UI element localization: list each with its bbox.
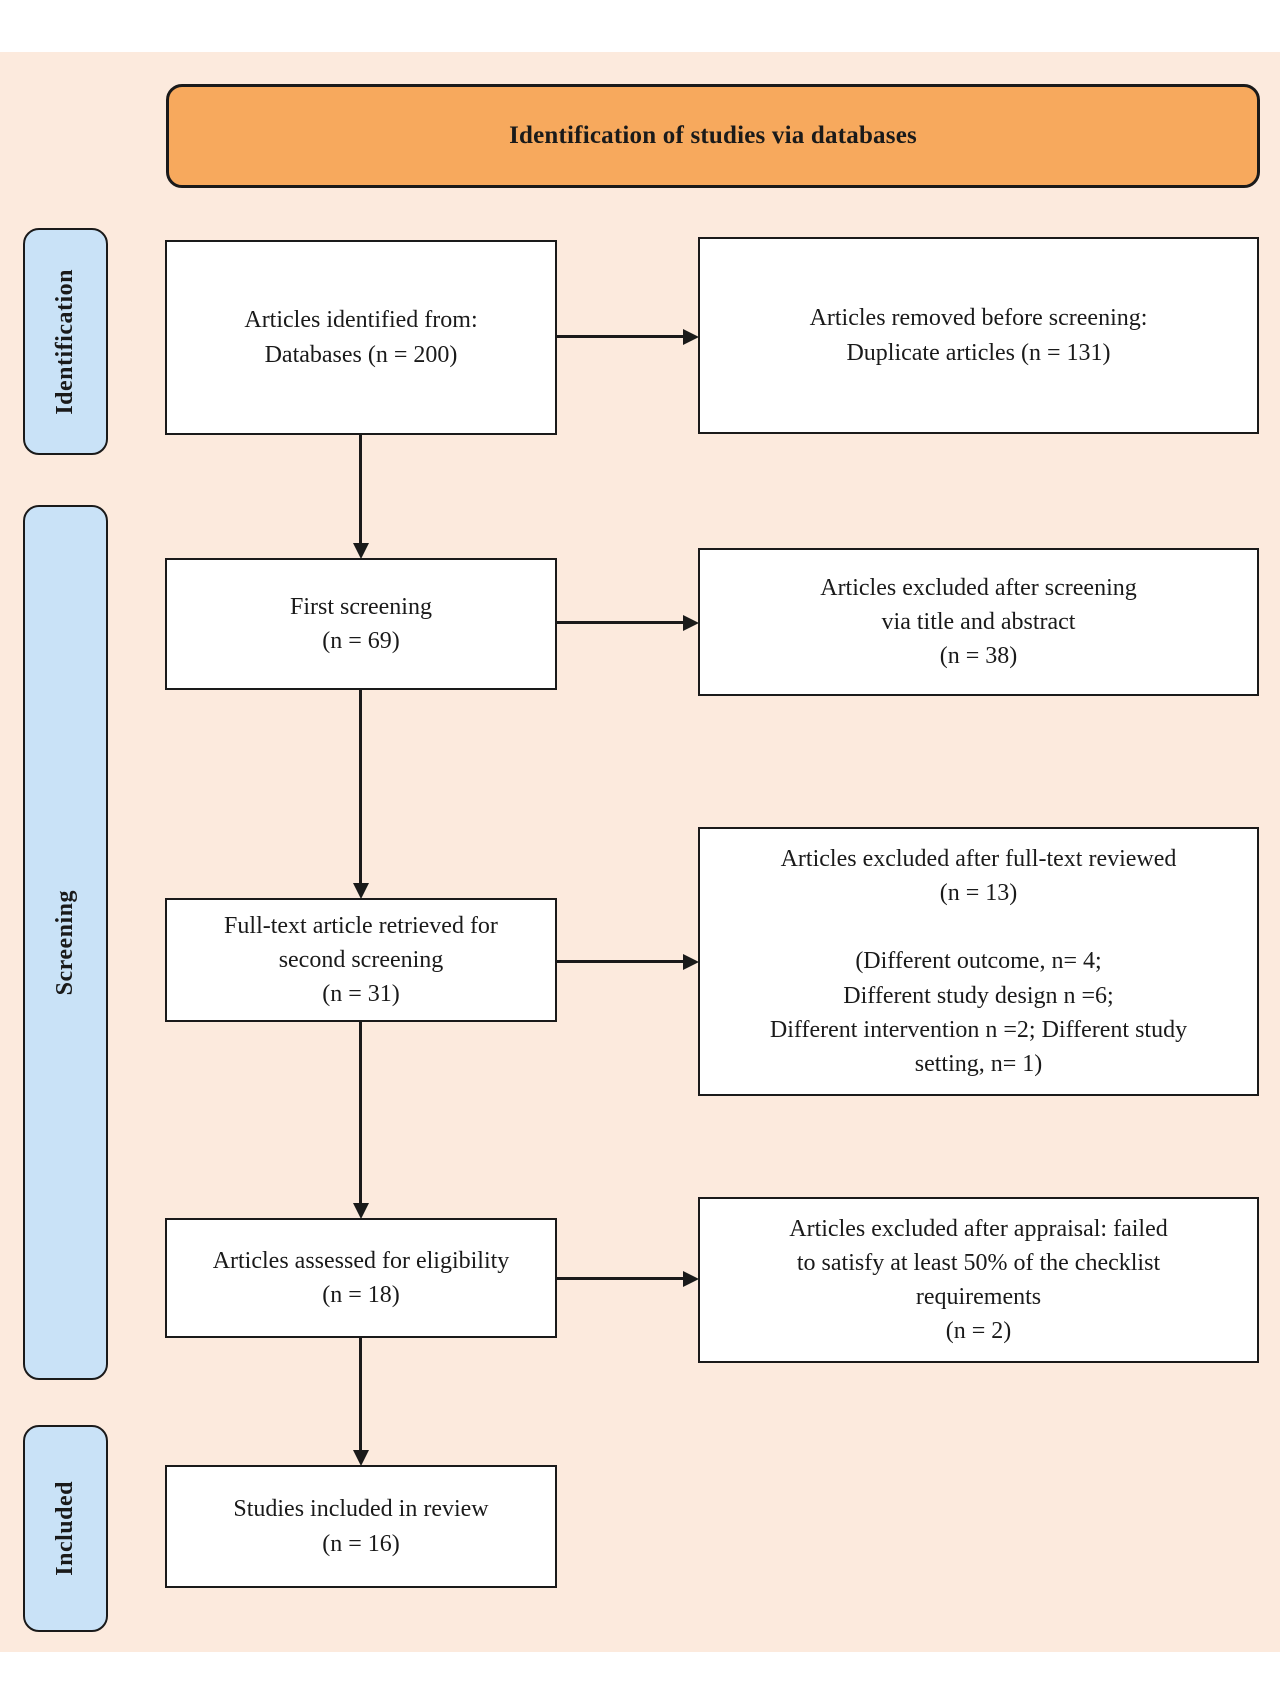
box-excluded-title-abstract-text: Articles excluded after screening via ti… bbox=[820, 574, 1137, 670]
arrow-assessed-to-included bbox=[359, 1338, 362, 1450]
box-excluded-full-text: Articles excluded after full-text review… bbox=[698, 827, 1259, 1096]
arrow-first-screening-to-excluded bbox=[557, 621, 683, 624]
box-studies-included: Studies included in review (n = 16) bbox=[165, 1465, 557, 1588]
stage-label-included: Included bbox=[23, 1425, 108, 1632]
arrow-first-screening-to-full-text bbox=[359, 690, 362, 883]
box-first-screening: First screening (n = 69) bbox=[165, 558, 557, 690]
arrow-full-text-to-excluded bbox=[557, 960, 683, 963]
box-full-text-retrieved: Full-text article retrieved for second s… bbox=[165, 898, 557, 1022]
box-articles-identified: Articles identified from: Databases (n =… bbox=[165, 240, 557, 435]
stage-label-screening: Screening bbox=[23, 505, 108, 1380]
box-first-screening-text: First screening (n = 69) bbox=[290, 593, 432, 654]
box-studies-included-text: Studies included in review (n = 16) bbox=[233, 1496, 489, 1557]
arrow-assessed-to-excluded bbox=[557, 1277, 683, 1280]
box-articles-removed-before-screening-text: Articles removed before screening: Dupli… bbox=[809, 305, 1148, 366]
stage-label-screening-text: Screening bbox=[52, 889, 78, 996]
stage-label-included-text: Included bbox=[52, 1481, 78, 1576]
box-excluded-full-text-text: Articles excluded after full-text review… bbox=[769, 846, 1188, 1077]
arrow-identified-to-first-screening bbox=[359, 435, 362, 543]
box-excluded-title-abstract: Articles excluded after screening via ti… bbox=[698, 548, 1259, 696]
box-assessed-eligibility-text: Articles assessed for eligibility (n = 1… bbox=[212, 1247, 510, 1308]
arrow-full-text-to-assessed bbox=[359, 1022, 362, 1203]
box-articles-removed-before-screening: Articles removed before screening: Dupli… bbox=[698, 237, 1259, 434]
banner: Identification of studies via databases bbox=[166, 84, 1260, 188]
box-assessed-eligibility: Articles assessed for eligibility (n = 1… bbox=[165, 1218, 557, 1338]
box-excluded-appraisal: Articles excluded after appraisal: faile… bbox=[698, 1197, 1259, 1363]
stage-label-identification-text: Identification bbox=[52, 268, 78, 415]
banner-title: Identification of studies via databases bbox=[509, 122, 917, 149]
box-full-text-retrieved-text: Full-text article retrieved for second s… bbox=[224, 912, 498, 1008]
stage-label-identification: Identification bbox=[23, 228, 108, 455]
box-articles-identified-text: Articles identified from: Databases (n =… bbox=[244, 307, 478, 368]
box-excluded-appraisal-text: Articles excluded after appraisal: faile… bbox=[789, 1215, 1168, 1345]
arrow-identified-to-removed bbox=[557, 335, 683, 338]
